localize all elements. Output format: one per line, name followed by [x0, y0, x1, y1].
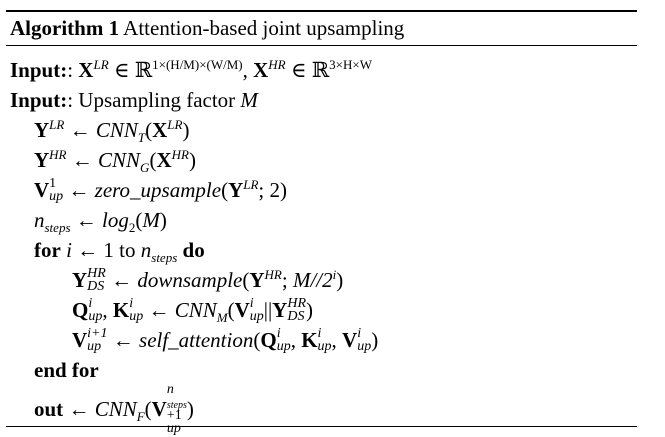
for-line: for i ← 1 to nsteps do [34, 238, 205, 265]
math-symbol: V [72, 328, 88, 352]
middle-rule [6, 45, 637, 46]
math-arrow: ← [68, 178, 90, 202]
math-sup: LR [49, 117, 65, 132]
math-sub: G [140, 160, 150, 175]
math-func: self_attention [139, 328, 254, 352]
input-colon: : [67, 58, 79, 82]
math-func: log [102, 208, 129, 232]
math-arrow: ← [148, 298, 170, 322]
step-cnn-t: YLR ← CNNT(XLR) [34, 117, 190, 145]
math-symbol: V [34, 178, 50, 202]
math-in: ∈ [290, 58, 307, 82]
math-symbol: X [78, 58, 94, 82]
math-comma: , [242, 58, 248, 82]
math-var: M [240, 88, 258, 112]
math-arrow: ← [68, 396, 90, 421]
for-keyword: for [34, 238, 61, 262]
bottom-rule [6, 426, 637, 427]
math-sub: 2 [128, 220, 136, 235]
math-arrow: ← [71, 148, 93, 172]
math-arrow: ← [112, 328, 134, 352]
input-line-1: Input:: XLR ∈ ℝ1×(H/M)×(W/M), XHR ∈ ℝ3×H… [6, 55, 637, 85]
algorithm-box: Algorithm 1 Attention-based joint upsamp… [6, 10, 637, 436]
math-sup: HR [171, 147, 189, 162]
input-keyword: Input: [10, 58, 68, 82]
math-func: CNN [98, 148, 141, 172]
end-for-line: end for [6, 355, 637, 385]
math-symbol: X [253, 58, 269, 82]
math-dims: 3×H×W [329, 57, 372, 72]
math-sup: LR [243, 177, 259, 192]
input-text: : Upsampling factor [67, 88, 241, 112]
math-symbol: Y [34, 148, 50, 172]
input-keyword: Input: [10, 88, 68, 112]
do-keyword: do [182, 238, 205, 262]
math-func: CNN [95, 118, 138, 142]
input-line-2: Input:: Upsampling factor M [6, 85, 637, 115]
top-rule [6, 10, 637, 12]
math-sub: T [137, 130, 146, 145]
math-func: CNN [94, 396, 137, 421]
math-arrow: ← [75, 208, 97, 232]
math-func: zero_upsample [94, 178, 222, 202]
to-word: to [119, 238, 136, 262]
math-dims: 1×(H/M)×(W/M) [152, 57, 243, 72]
math-in: ∈ [113, 58, 130, 82]
math-symbol: X [156, 148, 172, 172]
math-sup: LR [167, 117, 183, 132]
math-sub: steps [151, 250, 178, 265]
end-for-keyword: end for [34, 358, 99, 382]
math-func: CNN [174, 298, 217, 322]
math-symbol: X [152, 118, 168, 142]
algorithm-number: Algorithm 1 [10, 16, 120, 40]
math-symbol: Y [228, 178, 244, 202]
algorithm-title: Algorithm 1 Attention-based joint upsamp… [6, 12, 637, 45]
math-var: n [34, 208, 45, 232]
math-func: downsample [137, 268, 243, 292]
math-reals: ℝ [311, 58, 330, 82]
math-arrow: ← [69, 118, 91, 142]
math-arrow: ← [111, 268, 133, 292]
step-cnn-g: YHR ← CNNG(XHR) [34, 147, 196, 175]
math-arrow: ← [77, 238, 99, 262]
math-sup: HR [268, 57, 286, 72]
out-keyword: out [34, 396, 64, 421]
math-symbol: Y [34, 118, 50, 142]
algorithm-caption: Attention-based joint upsampling [123, 16, 405, 40]
math-sub: steps [44, 220, 71, 235]
math-sup: LR [93, 57, 109, 72]
math-var: n [140, 238, 152, 262]
math-symbol: K [112, 298, 130, 322]
math-symbol: Y [72, 268, 88, 292]
math-symbol: Q [72, 298, 89, 322]
math-var: i [66, 238, 72, 262]
math-sup: HR [49, 147, 67, 162]
algorithm-body: Input:: XLR ∈ ℝ1×(H/M)×(W/M), XHR ∈ ℝ3×H… [6, 46, 637, 436]
step-nsteps: nsteps ← log2(M) [34, 208, 167, 235]
math-reals: ℝ [134, 58, 153, 82]
